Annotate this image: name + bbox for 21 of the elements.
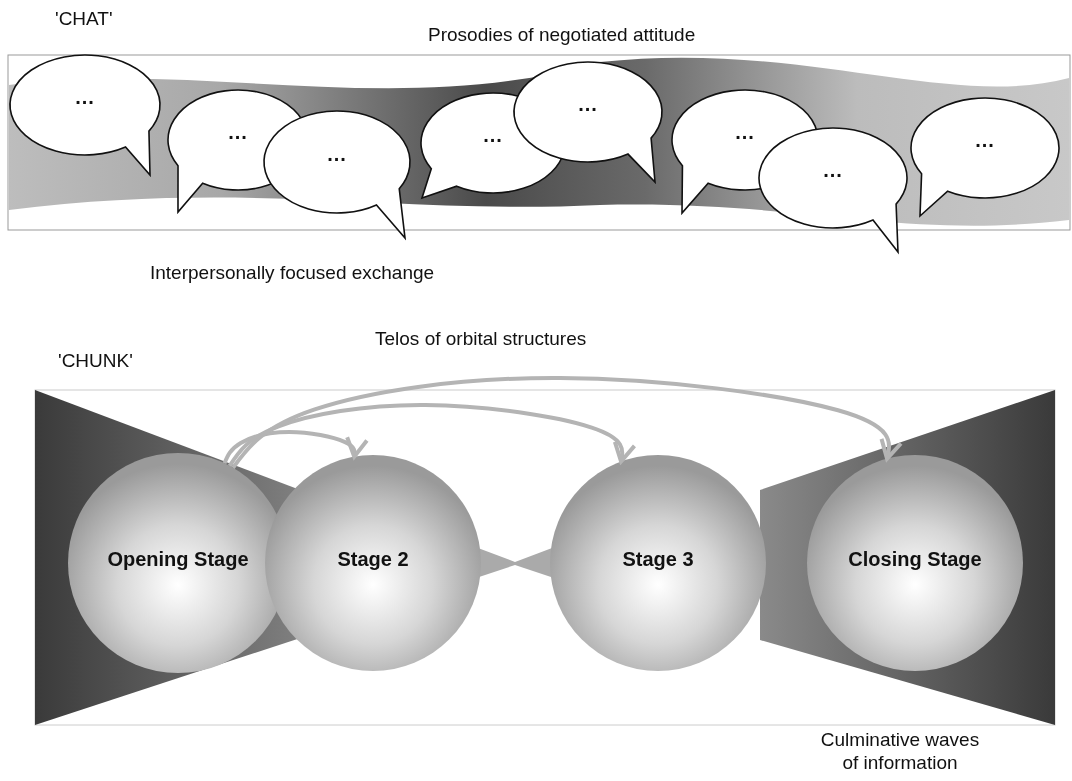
caption-text: Prosodies of negotiated attitude: [428, 24, 696, 46]
caption-text: Culminative waves of information: [819, 728, 981, 774]
caption-text: Interpersonally focused exchange: [150, 262, 435, 284]
curved-arrow: [222, 430, 369, 465]
stage-label: Closing Stage: [848, 547, 982, 571]
stage-label: Stage 3: [622, 547, 694, 571]
curved-arrow: [231, 376, 903, 469]
stage-label: Opening Stage: [107, 547, 249, 571]
ellipsis-text: ...: [327, 142, 347, 166]
curved-arrow: [227, 403, 637, 467]
ellipsis-text: ...: [735, 120, 755, 144]
caption-text: 'CHAT': [55, 8, 113, 30]
ellipsis-text: ...: [975, 128, 995, 152]
stage-label: Stage 2: [337, 547, 409, 571]
caption-text: Telos of orbital structures: [375, 328, 587, 350]
ellipsis-text: ...: [483, 123, 503, 147]
ellipsis-text: ...: [578, 92, 598, 116]
ellipsis-text: ...: [75, 85, 95, 109]
caption-text: 'CHUNK': [58, 350, 133, 372]
ellipsis-text: ...: [823, 158, 843, 182]
ellipsis-text: ...: [228, 120, 248, 144]
